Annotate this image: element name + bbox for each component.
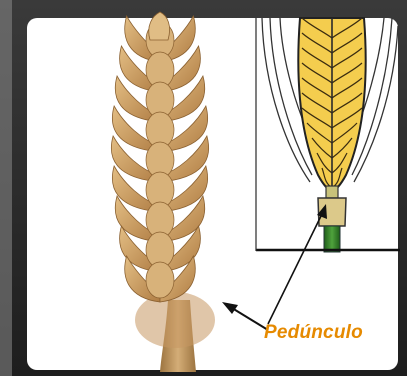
frame-edge	[0, 0, 12, 376]
peduncle-label: Pedúnculo	[264, 322, 363, 344]
photo-stem-base	[135, 292, 215, 348]
schematic-neck	[326, 186, 338, 198]
photo-spikelet-center	[146, 262, 174, 298]
schematic-peduncle	[324, 226, 340, 252]
